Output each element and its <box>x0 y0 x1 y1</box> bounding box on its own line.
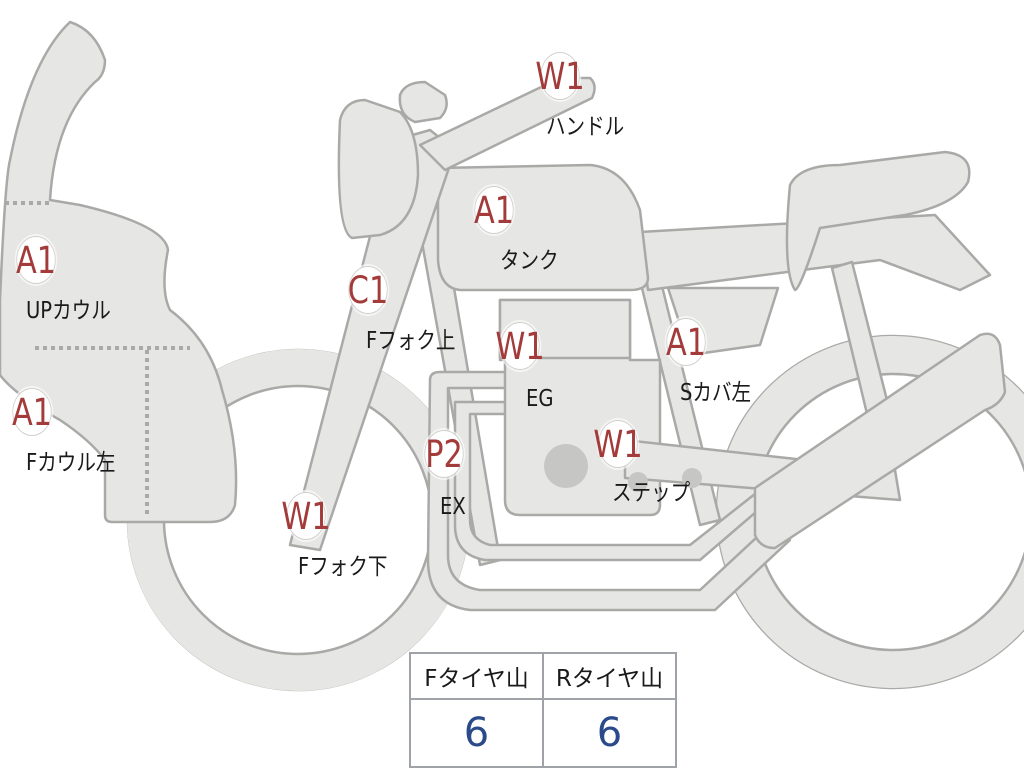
front-fork <box>288 128 457 552</box>
eg-code: W1 <box>495 324 545 368</box>
ex-label: EX <box>440 494 466 520</box>
upcowl-code-badge: A1 <box>15 236 57 284</box>
ffork-lower-label: Fフォク下 <box>298 554 388 580</box>
headlight <box>337 98 420 240</box>
front-cowl <box>0 20 238 524</box>
handle-code: W1 <box>535 54 585 98</box>
ffork-upper-code: C1 <box>347 268 389 312</box>
tank-label: タンク <box>500 248 559 274</box>
tank-code: A1 <box>473 188 515 232</box>
ffork-lower-code-badge: W1 <box>281 492 331 540</box>
handle-code-badge: W1 <box>535 52 585 100</box>
fcowl-code-badge: A1 <box>11 388 53 436</box>
step-code: W1 <box>593 422 643 466</box>
fcowl-label: Fカウル左 <box>26 450 116 476</box>
tire-header-row: Fタイヤ山 Rタイヤ山 <box>409 652 677 700</box>
step-label: ステップ <box>612 480 691 506</box>
exhaust-lower <box>426 370 792 612</box>
tank-code-badge: A1 <box>473 186 515 234</box>
upcowl-code: A1 <box>15 238 57 282</box>
step-code-badge: W1 <box>593 420 643 468</box>
ffork-upper-label: Fフォク上 <box>366 328 456 354</box>
ex-code-badge: P2 <box>424 430 464 478</box>
side-cover-code: A1 <box>665 320 707 364</box>
rear-tire-header: Rタイヤ山 <box>542 652 677 700</box>
mirror <box>398 80 448 124</box>
seat-rail <box>638 213 992 292</box>
tire-value-row: 6 6 <box>409 698 677 768</box>
side-cover-code-badge: A1 <box>665 318 707 366</box>
front-tire-header: Fタイヤ山 <box>409 652 544 700</box>
ffork-upper-code-badge: C1 <box>347 266 389 314</box>
seat <box>785 150 971 292</box>
ex-code: P2 <box>425 432 463 476</box>
side-cover-label: Sカバ左 <box>680 380 752 406</box>
tire-tread-table: Fタイヤ山 Rタイヤ山 6 6 <box>409 652 677 768</box>
fcowl-code: A1 <box>11 390 53 434</box>
upcowl-label: UPカウル <box>26 298 111 324</box>
step-peg-rear <box>682 468 702 488</box>
handle-label: ハンドル <box>546 114 625 140</box>
rear-tire-value: 6 <box>542 698 677 768</box>
handlebar <box>418 76 596 172</box>
eg-label: EG <box>526 386 554 412</box>
front-tire-value: 6 <box>409 698 544 768</box>
rear-shock-cover <box>753 332 1007 550</box>
step-peg-front <box>628 472 648 492</box>
ffork-lower-code: W1 <box>281 494 331 538</box>
exhaust-upper <box>453 400 772 562</box>
engine-cover <box>544 444 588 488</box>
eg-code-badge: W1 <box>495 322 545 370</box>
